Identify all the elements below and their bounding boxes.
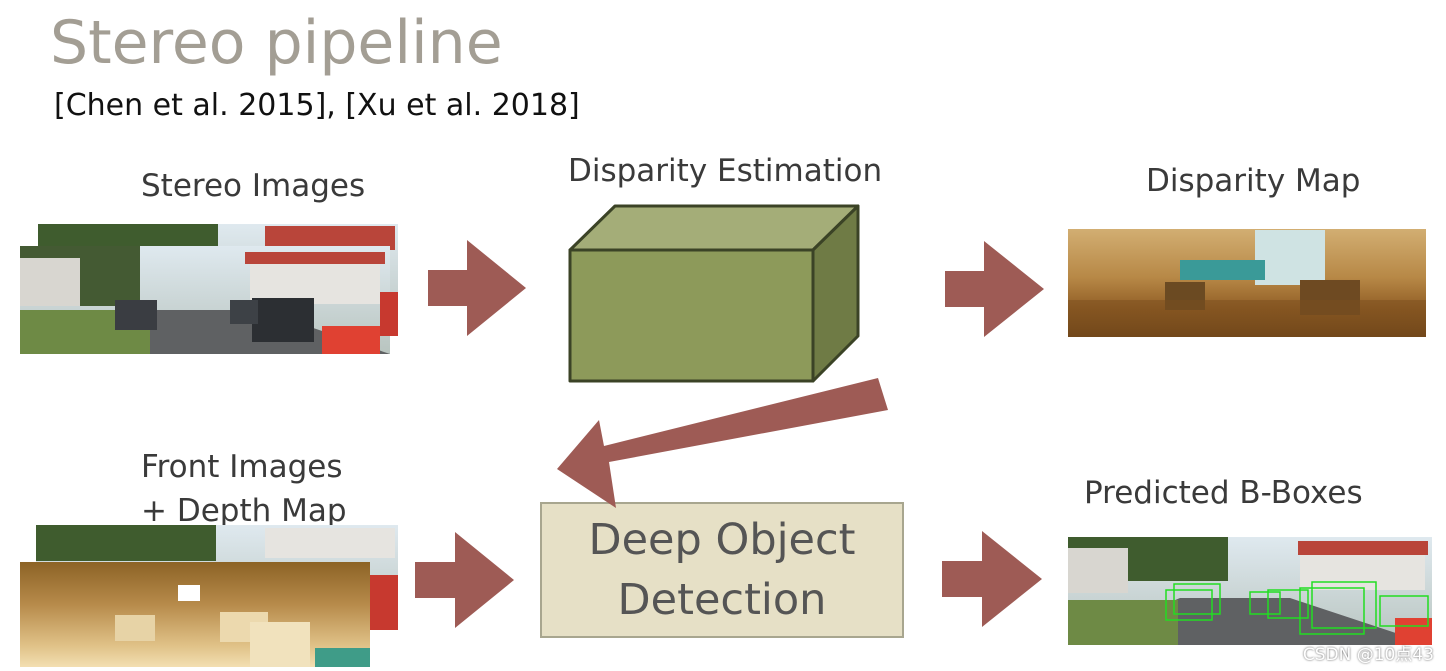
- slide-title: Stereo pipeline: [50, 8, 503, 78]
- arrow-front-to-detection: [415, 532, 514, 628]
- disparity-map-image: [1068, 229, 1426, 337]
- detection-line-2: Detection: [617, 575, 827, 625]
- label-predicted-boxes: Predicted B-Boxes: [1084, 475, 1363, 511]
- watermark: CSDN @10点43: [1302, 645, 1434, 665]
- label-stereo-images: Stereo Images: [141, 168, 366, 204]
- arrow-stereo-to-estimation: [428, 240, 526, 336]
- deep-object-detection-box: [540, 502, 904, 638]
- front-depth-images: [20, 525, 398, 667]
- bounding-boxes: [1165, 581, 1429, 635]
- label-disparity-map: Disparity Map: [1146, 163, 1361, 199]
- label-depth-map: + Depth Map: [141, 493, 347, 529]
- arrow-estimation-to-map: [945, 241, 1044, 337]
- citation-subtitle: [Chen et al. 2015], [Xu et al. 2018]: [54, 88, 580, 123]
- predicted-bboxes-image: [1068, 537, 1432, 645]
- label-disparity-estimation: Disparity Estimation: [568, 153, 883, 189]
- detection-line-1: Deep Object: [588, 515, 856, 565]
- stereo-images: [20, 224, 398, 354]
- pipeline-arrows: [415, 240, 1044, 628]
- label-front-images: Front Images: [141, 449, 343, 485]
- arrow-estimation-to-detection: [557, 378, 888, 508]
- arrow-detection-to-bboxes: [942, 531, 1042, 627]
- deep-object-detection-label: Deep Object Detection: [540, 510, 904, 630]
- disparity-estimation-box: [568, 204, 860, 383]
